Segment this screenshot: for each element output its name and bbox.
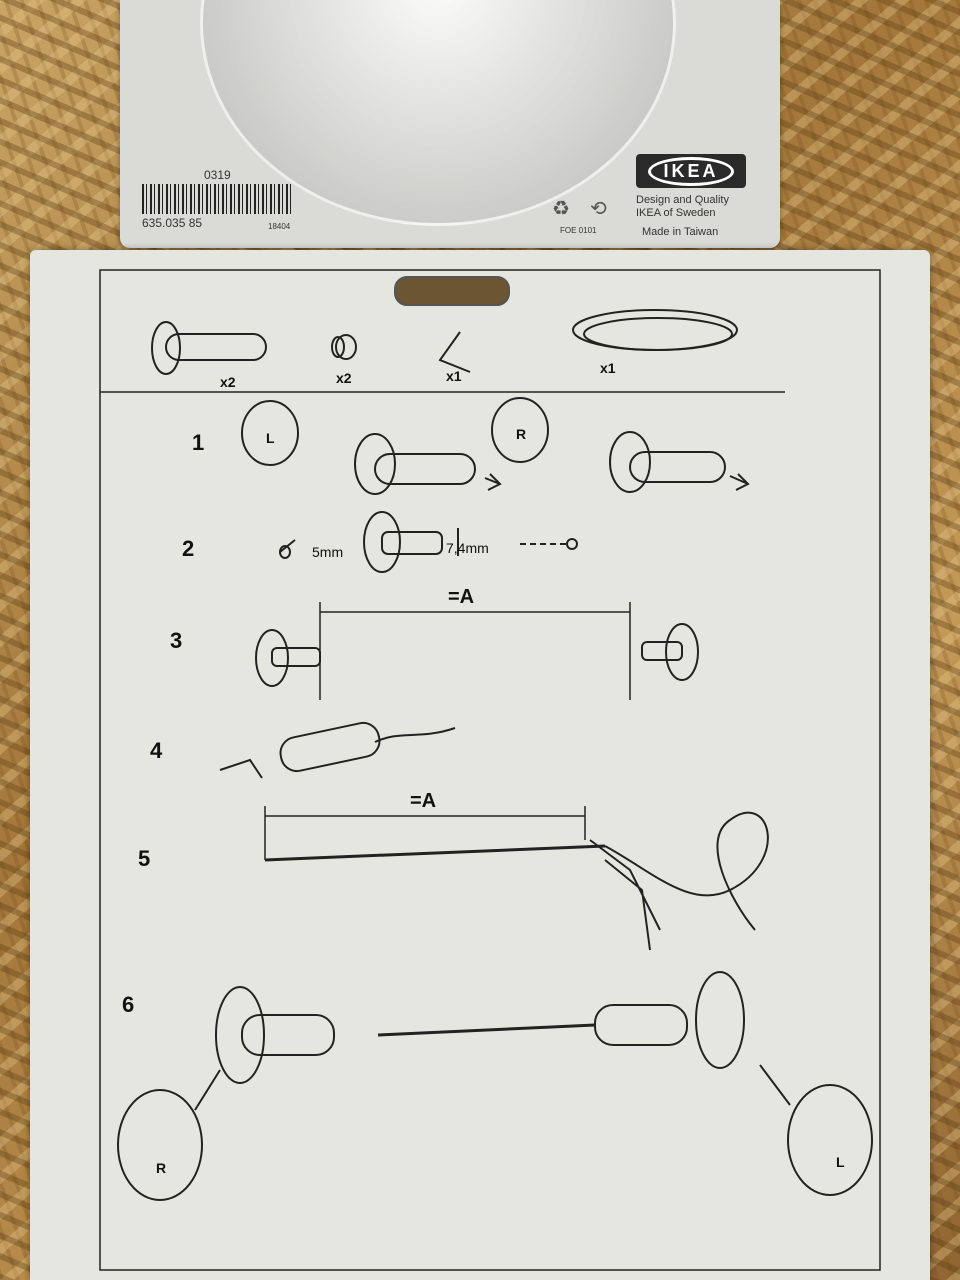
card-frame	[99, 269, 881, 1271]
part-qty-connector: x2	[336, 370, 352, 386]
ikea-logo: IKEA	[636, 154, 746, 188]
green-dot-icon: ⟲	[590, 198, 607, 220]
instruction-card: x2 x2 x1 x1 1 2 3 4 5 6 L R 5mm 7,4mm =A…	[30, 250, 930, 1280]
step3-drawing	[255, 602, 699, 700]
origin-text: Made in Taiwan	[642, 226, 719, 238]
bracket-part-icon	[151, 321, 267, 375]
barcode	[142, 184, 292, 214]
allen-key-icon	[438, 331, 471, 373]
part-qty-allen-key: x1	[446, 368, 462, 384]
step5-distance-label: =A	[410, 790, 437, 812]
brand-text: IKEA	[648, 156, 734, 186]
foe-code: FOE 0101	[560, 226, 597, 235]
step1-left-drawing	[241, 400, 502, 495]
step5-drawing	[264, 806, 769, 951]
wire-coil-icon	[572, 309, 738, 351]
step-number-4: 4	[150, 738, 163, 763]
tagline-1: Design and Quality	[636, 194, 729, 206]
tagline-2: IKEA of Sweden	[636, 207, 716, 219]
part-qty-bracket: x2	[220, 374, 236, 390]
recycle-icon: ♻	[552, 198, 570, 220]
step6-right-label: L	[836, 1154, 845, 1170]
step6-drawing	[117, 971, 873, 1201]
step1-left-label: L	[266, 430, 275, 446]
step-number-6: 6	[122, 992, 135, 1017]
step1-right-drawing	[491, 397, 750, 493]
step2-drawing	[279, 511, 578, 573]
step4-drawing	[219, 721, 456, 779]
connector-part-icon	[331, 334, 357, 360]
step3-distance-label: =A	[448, 586, 475, 608]
article-number: 635.035 85	[142, 216, 203, 230]
step2-dim-hole: 5mm	[312, 544, 344, 560]
small-code: 18404	[268, 222, 291, 231]
package-card: 0319 635.035 85 18404 ♻ ⟲ FOE 0101 IKEA …	[120, 0, 780, 248]
package-code: 0319	[204, 168, 231, 182]
part-qty-wire: x1	[600, 360, 616, 376]
step-number-1: 1	[192, 430, 205, 455]
step-number-5: 5	[138, 846, 151, 871]
step-number-3: 3	[170, 628, 183, 653]
step1-right-label: R	[516, 426, 527, 442]
step-number-2: 2	[182, 536, 195, 561]
instruction-drawings	[99, 269, 881, 1271]
step2-dim-screw: 7,4mm	[446, 540, 489, 556]
step6-left-label: R	[156, 1160, 167, 1176]
hang-hole	[394, 276, 510, 306]
